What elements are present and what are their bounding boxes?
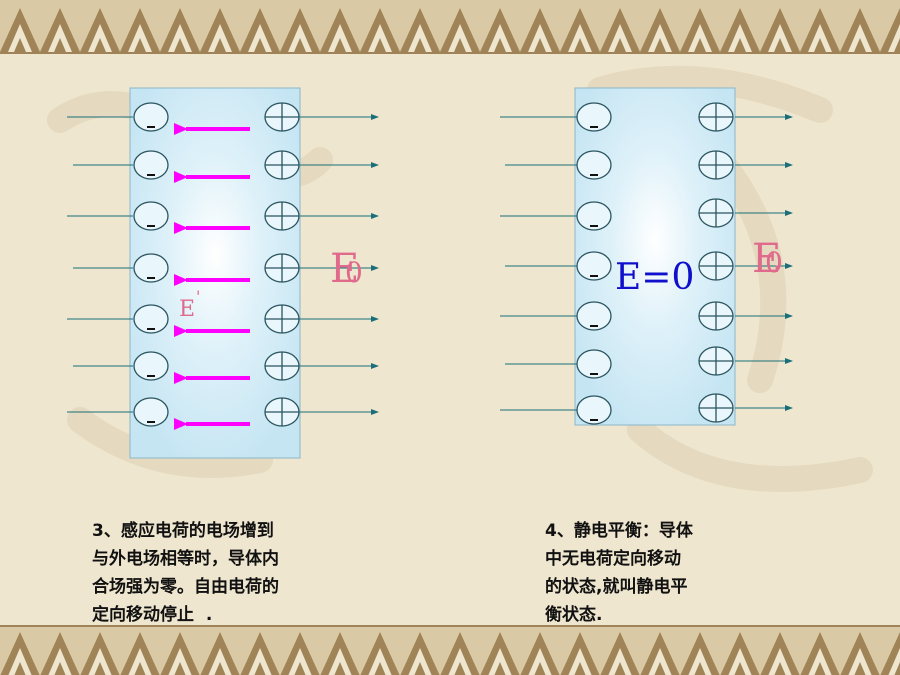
bottom-border [0, 627, 900, 675]
external-field-subscript-right: 0 [765, 246, 783, 279]
diagram-right: E=0 E 0 [500, 87, 793, 426]
caption-right: 4、静电平衡：导体 中无电荷定向移动 的状态,就叫静电平 衡状态. [545, 521, 693, 625]
top-border [0, 0, 900, 52]
positive-charge [264, 201, 300, 231]
negative-charge [133, 253, 169, 283]
negative-charge [576, 301, 612, 331]
charge-circle [133, 201, 169, 231]
positive-charge [264, 253, 300, 283]
negative-charge [133, 351, 169, 381]
external-field-label-left: E [330, 246, 359, 292]
positive-charge [698, 393, 734, 423]
positive-charge [698, 150, 734, 180]
charge-circle [576, 251, 612, 281]
external-field-subscript-left: 0 [345, 256, 363, 289]
charge-circle [576, 301, 612, 331]
charge-circle [576, 201, 612, 231]
induced-field-mark: ' [196, 287, 200, 306]
positive-charge [264, 351, 300, 381]
positive-charge [264, 102, 300, 132]
charge-circle [133, 102, 169, 132]
negative-charge [576, 102, 612, 132]
inside-field-label: E=0 [615, 257, 694, 298]
charge-circle [576, 395, 612, 425]
negative-charge [576, 201, 612, 231]
charge-circle [133, 351, 169, 381]
positive-charge [264, 397, 300, 427]
positive-charge [264, 150, 300, 180]
charge-circle [576, 150, 612, 180]
negative-charge [576, 251, 612, 281]
negative-charge [133, 304, 169, 334]
negative-charge [133, 397, 169, 427]
charge-circle [133, 150, 169, 180]
positive-charge [698, 102, 734, 132]
negative-charge [133, 201, 169, 231]
negative-charge [576, 395, 612, 425]
positive-charge [698, 301, 734, 331]
charge-circle [576, 349, 612, 379]
charge-circle [576, 102, 612, 132]
positive-charge [698, 198, 734, 228]
positive-charge [264, 304, 300, 334]
charge-circle [133, 253, 169, 283]
negative-charge [133, 102, 169, 132]
charge-circle [133, 397, 169, 427]
diagram-left: E ' E 0 [67, 87, 379, 459]
negative-charge [576, 349, 612, 379]
negative-charge [133, 150, 169, 180]
external-field-label-right: E [752, 236, 781, 282]
positive-charge [698, 251, 734, 281]
induced-field-label: E [179, 297, 195, 322]
charge-circle [133, 304, 169, 334]
negative-charge [576, 150, 612, 180]
caption-left: 3、感应电荷的电场增到 与外电场相等时，导体内 合场强为零。自由电荷的 定向移动… [92, 521, 279, 625]
positive-charge [698, 346, 734, 376]
